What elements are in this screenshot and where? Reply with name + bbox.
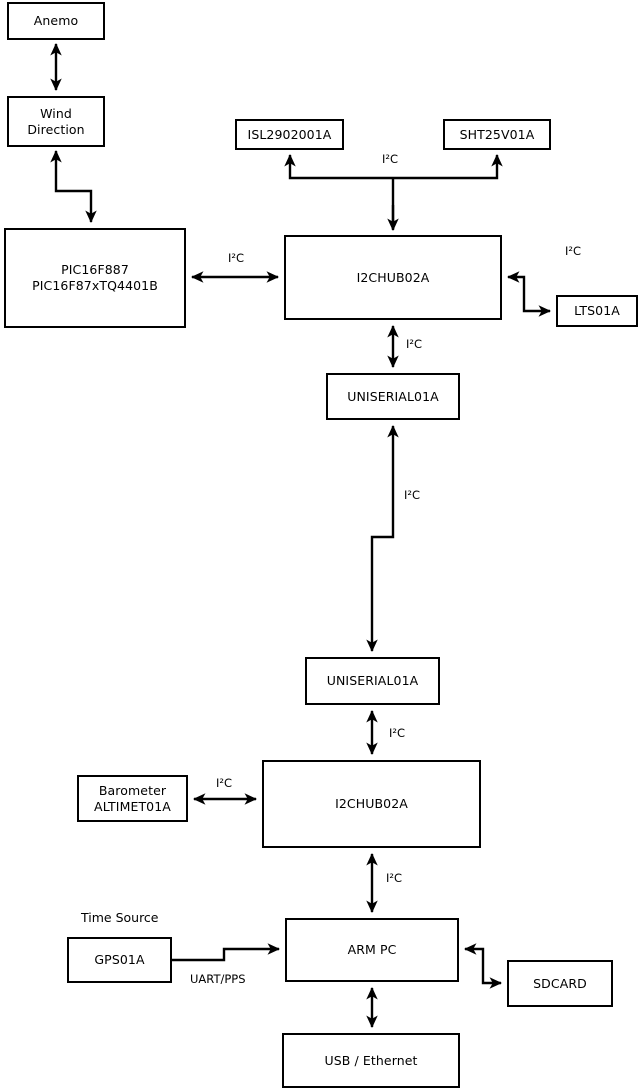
node-i2chub02a-bottom-label: I2CHUB02A (335, 796, 408, 811)
node-gps01a-label: GPS01A (94, 952, 145, 967)
node-lts01a[interactable]: LTS01A (556, 295, 638, 327)
node-sht25v01a-label: SHT25V01A (459, 126, 535, 142)
node-i2chub02a-top[interactable]: I2CHUB02A (284, 235, 502, 320)
node-pic-microcontroller[interactable]: PIC16F887 PIC16F87xTQ4401B (4, 228, 186, 328)
edge-label-uart-pps: UART/PPS (190, 972, 246, 986)
node-wind-direction[interactable]: Wind Direction (7, 96, 105, 147)
edge-label-i2c-sensors-top: I²C (382, 152, 399, 166)
node-barometer[interactable]: Barometer ALTIMET01A (77, 775, 188, 822)
connector-hub-lts (507, 271, 551, 317)
edge-label-i2c-hub-lts: I²C (565, 244, 582, 258)
label-time-source: Time Source (81, 910, 159, 925)
node-sht25v01a[interactable]: SHT25V01A (443, 119, 551, 150)
node-usb-ethernet-label: USB / Ethernet (324, 1052, 418, 1068)
node-pic-microcontroller-label: PIC16F887 PIC16F87xTQ4401B (32, 262, 158, 293)
node-usb-ethernet[interactable]: USB / Ethernet (282, 1033, 460, 1088)
node-isl2902001a-label: ISL2902001A (247, 126, 332, 142)
node-arm-pc[interactable]: ARM PC (285, 918, 459, 982)
node-uniserial01a-bottom[interactable]: UNISERIAL01A (305, 657, 440, 705)
node-uniserial01a-top[interactable]: UNISERIAL01A (326, 373, 460, 420)
node-lts01a-label: LTS01A (574, 303, 620, 318)
connector-wind-pic (50, 150, 97, 223)
node-gps01a[interactable]: GPS01A (67, 937, 172, 983)
connector-hub-sht (393, 154, 503, 180)
connector-gps-armpc (172, 943, 280, 962)
edge-label-i2c-barometer-hub2: I²C (216, 776, 233, 790)
node-i2chub02a-top-label: I2CHUB02A (356, 269, 430, 285)
edge-label-i2c-uniserial-link: I²C (404, 488, 421, 502)
connector-hub-isl (284, 154, 393, 180)
node-barometer-label: Barometer ALTIMET01A (94, 782, 171, 814)
node-uniserial01a-bottom-label: UNISERIAL01A (326, 673, 419, 688)
node-uniserial01a-top-label: UNISERIAL01A (347, 388, 439, 404)
node-i2chub02a-bottom[interactable]: I2CHUB02A (262, 760, 481, 848)
node-anemo-label: Anemo (33, 13, 79, 28)
connector-uniserial1-uniserial2 (366, 425, 399, 652)
edge-label-i2c-uniserial2-hub2: I²C (389, 726, 406, 740)
connector-armpc-sdcard (464, 943, 502, 989)
node-anemo[interactable]: Anemo (7, 2, 105, 40)
node-isl2902001a[interactable]: ISL2902001A (235, 119, 344, 150)
edge-label-i2c-pic-hub: I²C (228, 251, 245, 265)
edge-label-i2c-hub-uniserial1: I²C (406, 337, 423, 351)
node-sdcard[interactable]: SDCARD (507, 960, 613, 1007)
node-sdcard-label: SDCARD (533, 975, 587, 991)
node-wind-direction-label: Wind Direction (27, 105, 85, 137)
edge-label-i2c-hub2-armpc: I²C (386, 871, 403, 885)
node-arm-pc-label: ARM PC (347, 942, 397, 957)
